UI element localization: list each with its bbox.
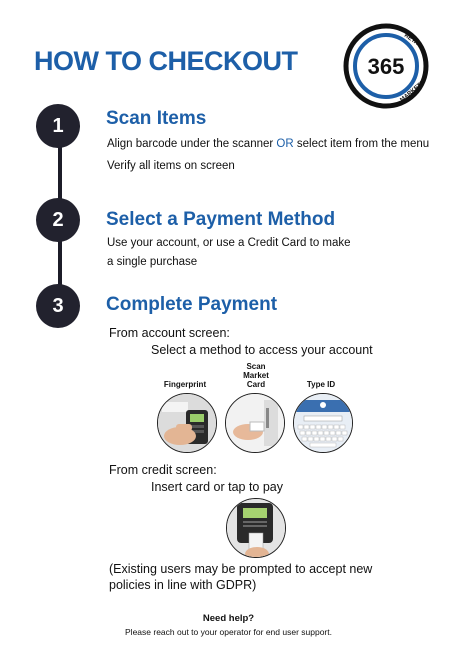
logo-number: 365 <box>368 54 405 79</box>
step-3-heading: Complete Payment <box>106 294 278 315</box>
credit-screen-label: From credit screen: <box>109 463 217 477</box>
card-reader-icon <box>226 498 286 558</box>
step-1-heading: Scan Items <box>106 108 207 129</box>
step-1-number: 1 <box>36 104 80 148</box>
method-label-scan-card: Scan Market Card <box>243 362 269 389</box>
page-title: HOW TO CHECKOUT <box>34 46 298 76</box>
method-label-fingerprint: Fingerprint <box>163 380 207 389</box>
step-3-number: 3 <box>36 284 80 328</box>
gdpr-note-line-2: policies in line with GDPR) <box>109 578 257 592</box>
market-card-scan-icon <box>225 393 285 453</box>
step-2-line-2: a single purchase <box>107 256 198 268</box>
step-1-line-1: Align barcode under the scanner OR selec… <box>107 138 430 150</box>
gdpr-note-line-1: (Existing users may be prompted to accep… <box>109 562 373 576</box>
account-instruction: Select a method to access your account <box>151 343 373 357</box>
account-screen-label: From account screen: <box>109 326 230 340</box>
credit-instruction: Insert card or tap to pay <box>151 480 284 494</box>
365-retail-markets-logo: 365 RETAIL MARKETS <box>343 23 429 109</box>
step-1-line-2: Verify all items on screen <box>107 160 235 172</box>
help-title: Need help? <box>202 613 255 624</box>
fingerprint-kiosk-icon <box>157 393 217 453</box>
step-2-number: 2 <box>36 198 80 242</box>
type-id-keyboard-icon <box>293 393 353 453</box>
step-2-line-1: Use your account, or use a Credit Card t… <box>107 237 351 249</box>
help-text: Please reach out to your operator for en… <box>125 627 332 637</box>
step-2-heading: Select a Payment Method <box>106 209 336 230</box>
method-label-type-id: Type ID <box>306 380 336 389</box>
